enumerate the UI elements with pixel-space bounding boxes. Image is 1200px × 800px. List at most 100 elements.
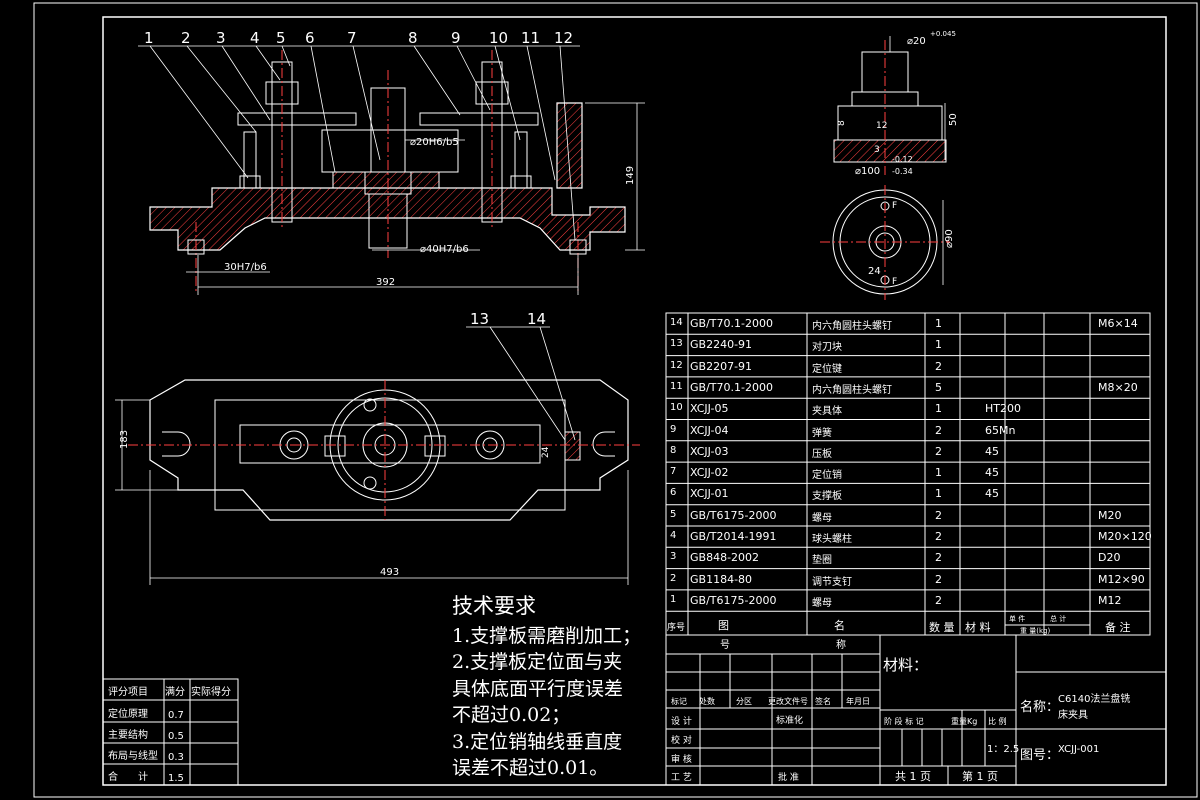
bom-cell-qty: 2 [935,359,942,373]
bom-header-weight: 重 量(kg) [1020,627,1051,635]
score-grid [102,678,239,786]
dim-plan-height: 183 [119,430,130,449]
bom-header-total: 总 计 [1050,615,1067,623]
rev-header: 标记 [671,697,687,706]
callout-12: 12 [554,29,573,47]
bom-cell-qty: 1 [935,402,942,416]
tb-process: 工 艺 [671,773,692,783]
callout-5: 5 [276,29,286,47]
bom-cell-qty: 2 [935,593,942,607]
bom-grid [665,312,1151,636]
score-full: 0.5 [168,731,184,742]
label-f-bottom: F [892,277,897,287]
score-item: 定位原理 [108,709,148,720]
bom-cell-mat: 45 [985,466,999,480]
tech-line: 误差不超过0.01。 [452,757,609,779]
score-full: 0.7 [168,710,184,721]
dim-length: 392 [376,277,395,288]
bom-cell-code: XCJJ-02 [690,466,729,480]
score-header-got: 实际得分 [191,687,231,698]
fixture-body-section [149,187,626,251]
callout-6: 6 [305,29,315,47]
dim-w24: 24 [868,266,881,277]
dim-d90: ⌀90 [944,229,955,248]
bom-cell-name: 螺母 [812,597,832,609]
bom-cell-name: 定位键 [812,363,842,375]
plan-view: 493 183 24 13 14 [115,310,640,585]
rev-header: 签名 [815,697,831,706]
score-header-full: 满分 [165,687,185,698]
bom-cell-no: 7 [670,466,677,478]
dim-d100-up: -0.12 [892,155,913,164]
bom-cell-no: 2 [670,572,677,584]
score-item: 合 计 [108,772,148,783]
bom-cell-code: GB848-2002 [690,551,760,565]
tb-stage: 阶 段 标 记 [884,717,924,726]
tb-name-label: 名称： [1020,700,1060,715]
rev-header: 分区 [736,697,752,706]
bom-cell-name: 定位销 [812,470,842,482]
bom-cell-note: M12 [1098,593,1122,607]
bom-cell-note: M20 [1098,508,1122,522]
dim-bore-fit: ⌀20H6/b5 [410,137,459,148]
dim-height: 149 [625,166,636,185]
bom-cell-code: XCJJ-01 [690,487,729,501]
bom-cell-qty: 2 [935,508,942,522]
bom-cell-qty: 1 [935,338,942,352]
rev-header: 年月日 [846,697,870,706]
dim-top-dia: ⌀20 [907,36,926,47]
bom-cell-no: 13 [670,338,683,350]
bom-cell-name: 夹具体 [812,406,842,418]
tech-line: 1.支撑板需磨削加工； [452,624,642,647]
bom-cell-note: D20 [1098,551,1121,565]
bom-cell-no: 1 [670,593,677,605]
callout-14: 14 [527,310,546,328]
inner-border [102,16,1167,786]
bom-cell-qty: 1 [935,317,942,330]
clamp-plate-left [237,112,357,126]
bom-cell-qty: 2 [935,572,942,586]
bom-cell-no: 9 [670,423,677,435]
bom-cell-name: 弹簧 [812,427,832,439]
bom-header-code: 图 [718,619,729,632]
bom-cell-name: 垫圈 [812,555,832,567]
bom-cell-qty: 2 [935,530,942,543]
bom-header-unit: 单 件 [1009,615,1026,623]
callout-8: 8 [408,29,418,47]
bom-cell-name: 压板 [812,448,832,460]
dim-n3: 3 [874,145,880,155]
callout-2: 2 [181,29,191,47]
bom-cell-no: 10 [670,402,683,414]
bom-header-qty: 数 量 [929,621,955,634]
dim-n12: 12 [876,121,887,131]
tb-name-value-1: C6140法兰盘铣 [1058,694,1131,705]
score-full: 1.5 [168,773,184,784]
bom-cell-no: 8 [670,444,677,456]
bom-cell-name: 螺母 [812,512,832,524]
dim-d100: ⌀100 [855,166,880,177]
score-item: 主要结构 [108,730,148,741]
bom-cell-code: GB/T6175-2000 [690,508,777,522]
label-f-top: F [892,201,897,211]
dim-h1: 8 [837,120,847,126]
plan-base-outline [149,379,629,521]
bom-header-note: 备 注 [1105,621,1131,634]
dim-h2: 50 [948,113,959,126]
callout-1: 1 [144,29,154,47]
tb-review: 审 核 [671,755,692,765]
bom-cell-name: 球头螺柱 [812,534,852,545]
bom-cell-code: GB/T70.1-2000 [690,317,773,330]
bom-cell-name: 支撑板 [812,491,842,503]
callout-7: 7 [347,29,357,47]
bom-cell-name: 内六角圆柱头螺钉 [812,384,892,396]
bom-cell-code: GB2207-91 [690,359,753,373]
bom-cell-qty: 2 [935,444,942,458]
bom-header-mat: 材 料 [965,621,991,634]
tech-line: 2.支撑板定位面与夹 [452,651,623,673]
tech-line: 3.定位销轴线垂直度 [452,730,623,753]
bom-cell-mat: HT200 [985,402,1021,416]
tech-title: 技术要求 [452,594,536,618]
bom-cell-no: 12 [670,359,683,371]
